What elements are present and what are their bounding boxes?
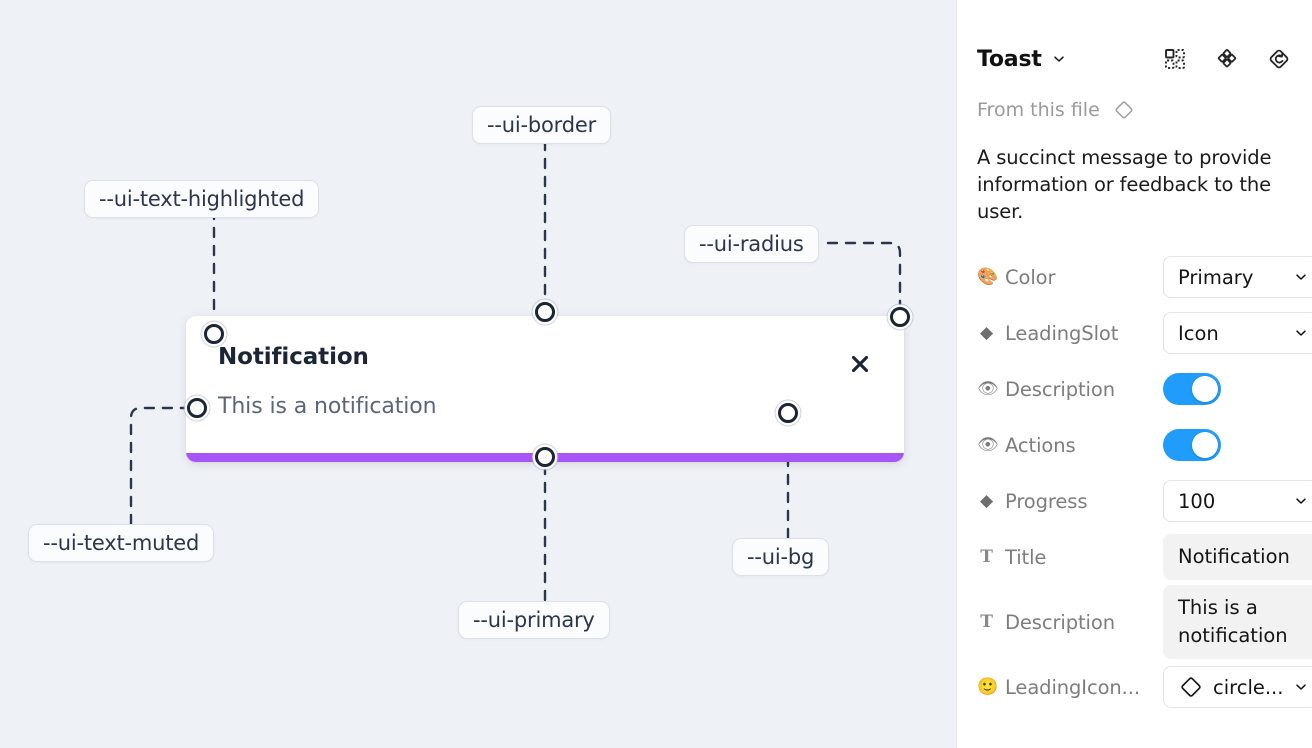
- property-name: Title: [1005, 545, 1047, 569]
- handle-text-highlighted[interactable]: [204, 324, 224, 344]
- toggle-knob: [1192, 376, 1218, 402]
- property-list: 🎨 Color Primary ◆ LeadingSlot: [977, 249, 1312, 715]
- property-name: LeadingSlot: [1005, 321, 1119, 345]
- leading-slot-select[interactable]: Icon: [1163, 312, 1312, 354]
- title-input[interactable]: Notification: [1163, 534, 1312, 580]
- property-name: LeadingIcon...: [1005, 675, 1140, 699]
- property-name: Actions: [1005, 433, 1076, 457]
- panel-header-actions: [1162, 46, 1292, 72]
- page-title: Toast: [977, 46, 1042, 72]
- toast-description: This is a notification: [218, 394, 437, 419]
- property-row-leading-icon: 🙂 LeadingIcon... circle...: [977, 659, 1312, 715]
- handle-text-muted[interactable]: [187, 398, 207, 418]
- design-canvas[interactable]: Notification This is a notification --ui…: [0, 0, 956, 748]
- description-input[interactable]: This is a notification: [1163, 585, 1312, 659]
- chevron-down-icon[interactable]: [1052, 52, 1066, 66]
- token-pill-border[interactable]: --ui-border: [472, 106, 612, 144]
- chevron-down-icon: [1296, 274, 1306, 280]
- property-row-leading-slot: ◆ LeadingSlot Icon: [977, 305, 1312, 361]
- handle-bg[interactable]: [778, 403, 798, 423]
- component-icon[interactable]: [1214, 46, 1240, 72]
- actions-toggle[interactable]: [1163, 429, 1221, 461]
- progress-select[interactable]: 100: [1163, 480, 1312, 522]
- token-pill-text-muted[interactable]: --ui-text-muted: [28, 524, 215, 562]
- color-select[interactable]: Primary: [1163, 256, 1312, 298]
- eye-emoji-icon: 👁: [977, 378, 999, 399]
- property-label-progress: ◆ Progress: [977, 490, 1163, 513]
- property-row-title: T Title Notification: [977, 529, 1312, 585]
- property-name: Progress: [1005, 489, 1088, 513]
- chevron-down-icon: [1296, 684, 1306, 690]
- property-label-color: 🎨 Color: [977, 266, 1163, 289]
- panel-header: Toast: [977, 30, 1292, 88]
- palette-emoji-icon: 🎨: [977, 266, 999, 287]
- property-row-actions: 👁 Actions: [977, 417, 1292, 473]
- from-this-file-label: From this file: [977, 99, 1100, 121]
- property-name: Description: [1005, 610, 1115, 634]
- token-pill-text-highlighted[interactable]: --ui-text-highlighted: [84, 180, 320, 218]
- description-toggle[interactable]: [1163, 373, 1221, 405]
- token-pill-primary[interactable]: --ui-primary: [458, 601, 610, 639]
- properties-panel: Toast: [956, 0, 1312, 748]
- chevron-down-icon: [1296, 498, 1306, 504]
- diamond-icon: ◆: [980, 490, 993, 511]
- property-name: Color: [1005, 265, 1056, 289]
- component-set-icon[interactable]: [1162, 46, 1188, 72]
- smiley-emoji-icon: 🙂: [977, 676, 999, 697]
- property-row-description-text: T Description This is a notification: [977, 585, 1312, 659]
- property-label-description-visible: 👁 Description: [977, 378, 1163, 401]
- color-select-value: Primary: [1178, 265, 1254, 289]
- property-row-progress: ◆ Progress 100: [977, 473, 1312, 529]
- diamond-icon: [1178, 674, 1204, 700]
- text-icon: T: [980, 546, 993, 567]
- eye-emoji-icon: 👁: [977, 434, 999, 455]
- progress-select-value: 100: [1178, 489, 1216, 513]
- token-pill-radius[interactable]: --ui-radius: [684, 225, 819, 263]
- close-icon[interactable]: [846, 350, 874, 378]
- property-label-actions: 👁 Actions: [977, 434, 1163, 457]
- from-this-file[interactable]: From this file: [977, 96, 1292, 124]
- component-description: A succinct message to provide informatio…: [977, 146, 1272, 223]
- leading-icon-value: circle...: [1213, 675, 1284, 699]
- property-label-leading-icon: 🙂 LeadingIcon...: [977, 676, 1163, 699]
- diamond-icon: ◆: [980, 322, 993, 343]
- token-pill-bg[interactable]: --ui-bg: [732, 538, 830, 576]
- property-row-color: 🎨 Color Primary: [977, 249, 1312, 305]
- toggle-knob: [1192, 432, 1218, 458]
- chevron-down-icon: [1296, 330, 1306, 336]
- handle-primary[interactable]: [535, 447, 555, 467]
- toast-component[interactable]: Notification This is a notification: [186, 316, 904, 462]
- leading-icon-select[interactable]: circle...: [1163, 666, 1312, 708]
- property-label-title: T Title: [977, 546, 1163, 569]
- property-label-leading-slot: ◆ LeadingSlot: [977, 322, 1163, 345]
- diamond-icon: [1112, 98, 1136, 122]
- reset-instance-icon[interactable]: [1266, 46, 1292, 72]
- property-name: Description: [1005, 377, 1115, 401]
- property-label-description-text: T Description: [977, 611, 1163, 634]
- handle-radius[interactable]: [890, 307, 910, 327]
- leading-slot-select-value: Icon: [1178, 321, 1219, 345]
- text-icon: T: [980, 611, 993, 632]
- property-row-description-visible: 👁 Description: [977, 361, 1292, 417]
- toast-title: Notification: [218, 344, 369, 370]
- handle-border[interactable]: [535, 302, 555, 322]
